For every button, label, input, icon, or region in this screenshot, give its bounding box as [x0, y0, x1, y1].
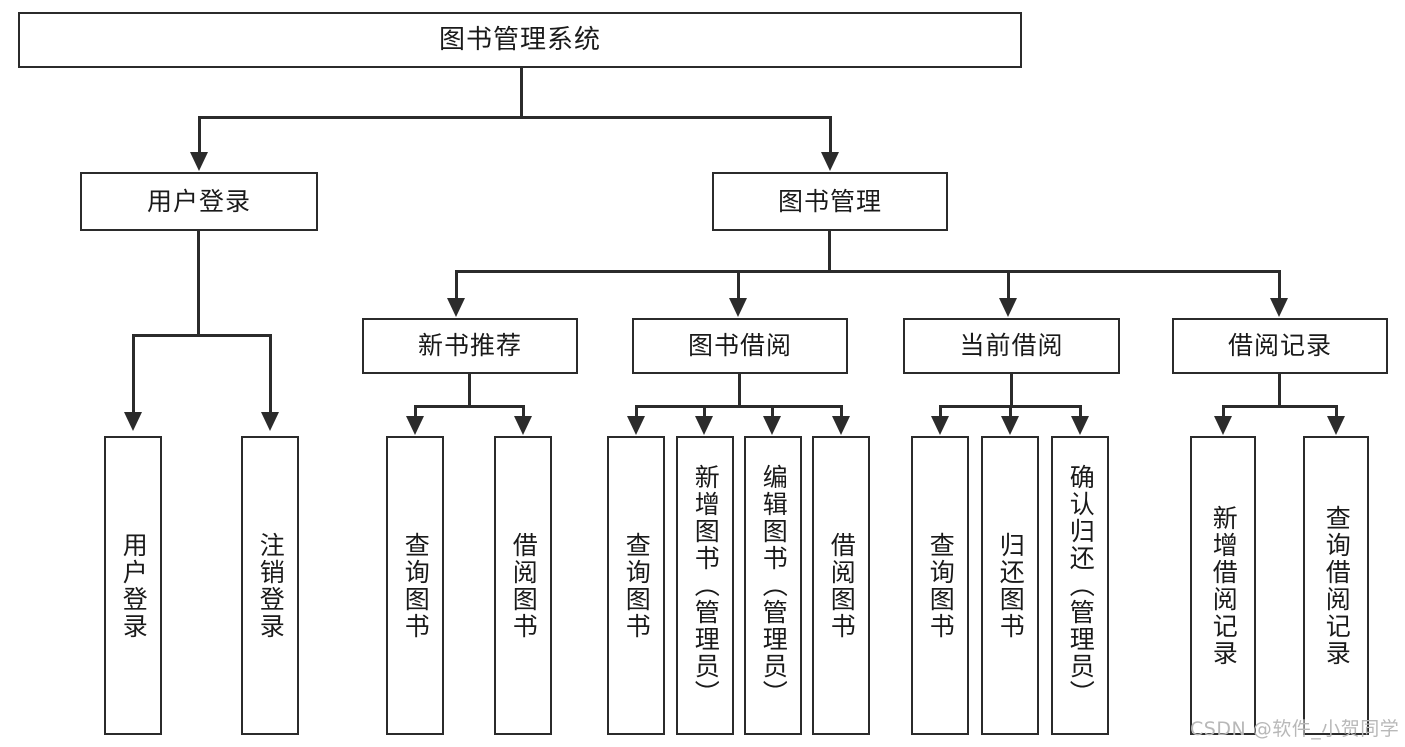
node-book-borrow[interactable]: 图书借阅: [632, 318, 848, 374]
leaf-cb-query-book[interactable]: 查询图书: [911, 436, 969, 735]
connector-root-stem: [520, 68, 523, 117]
node-user-login-label: 用户登录: [146, 186, 251, 216]
connector-new-book-recommend-bar: [415, 405, 525, 408]
arrow-to-book-borrow: [729, 298, 747, 317]
node-new-book-recommend[interactable]: 新书推荐: [362, 318, 578, 374]
leaf-br-query-record-label: 查询借阅记录: [1322, 504, 1352, 667]
arrow-to-leaf-cb-confirm-return: [1071, 416, 1089, 435]
connector-book-borrow-stem: [738, 374, 741, 407]
connector-bb-leg-4: [840, 405, 843, 419]
connector-new-book-recommend-stem: [468, 374, 471, 407]
leaf-bb-query-book-label: 查询图书: [622, 531, 652, 640]
connector-bb-leg-3: [771, 405, 774, 419]
connector-book-management-stem: [828, 231, 831, 272]
connector-bb-leg-1: [635, 405, 638, 419]
arrow-to-leaf-nbr-query-book: [406, 416, 424, 435]
node-user-login[interactable]: 用户登录: [80, 172, 318, 231]
leaf-cb-confirm-return[interactable]: 确认归还（管理员）: [1051, 436, 1109, 735]
connector-borrow-record-stem: [1278, 374, 1281, 407]
arrow-to-leaf-br-add-record: [1214, 416, 1232, 435]
arrow-to-new-book-recommend: [447, 298, 465, 317]
connector-level3-leg-3: [1007, 270, 1010, 300]
leaf-user-login-label: 用户登录: [119, 531, 149, 640]
node-book-borrow-label: 图书借阅: [687, 331, 792, 361]
node-book-management[interactable]: 图书管理: [712, 172, 948, 231]
leaf-bb-borrow-book[interactable]: 借阅图书: [812, 436, 870, 735]
connector-level1-leg-right: [829, 116, 832, 153]
arrow-to-leaf-cb-query-book: [931, 416, 949, 435]
node-root-label: 图书管理系统: [438, 24, 601, 55]
connector-level1-leg-left: [198, 116, 201, 153]
node-new-book-recommend-label: 新书推荐: [417, 331, 522, 361]
node-borrow-record-label: 借阅记录: [1227, 331, 1332, 361]
connector-level3-leg-4: [1278, 270, 1281, 300]
node-book-management-label: 图书管理: [777, 186, 882, 216]
leaf-cb-return-book[interactable]: 归还图书: [981, 436, 1039, 735]
connector-br-leg-2: [1335, 405, 1338, 419]
arrow-to-borrow-record: [1270, 298, 1288, 317]
connector-nbr-leg-1: [414, 405, 417, 419]
connector-current-borrow-stem: [1010, 374, 1013, 407]
node-current-borrow[interactable]: 当前借阅: [903, 318, 1120, 374]
connector-br-leg-1: [1222, 405, 1225, 419]
leaf-bb-edit-book[interactable]: 编辑图书（管理员）: [744, 436, 802, 735]
leaf-bb-add-book-label: 新增图书（管理员）: [691, 464, 721, 707]
arrow-to-leaf-bb-add-book: [695, 416, 713, 435]
leaf-nbr-query-book-label: 查询图书: [401, 531, 431, 640]
connector-borrow-record-bar: [1223, 405, 1338, 408]
arrow-to-user-login: [190, 152, 208, 171]
connector-cb-leg-1: [939, 405, 942, 419]
leaf-nbr-borrow-book-label: 借阅图书: [509, 531, 539, 640]
leaf-bb-borrow-book-label: 借阅图书: [827, 531, 857, 640]
leaf-cb-query-book-label: 查询图书: [926, 531, 956, 640]
leaf-cb-confirm-return-label: 确认归还（管理员）: [1066, 464, 1096, 707]
arrow-to-leaf-bb-borrow-book: [832, 416, 850, 435]
arrow-to-leaf-user-login: [124, 412, 142, 431]
arrow-to-leaf-br-query-record: [1327, 416, 1345, 435]
leaf-logout-label: 注销登录: [256, 531, 286, 640]
arrow-to-leaf-cb-return-book: [1001, 416, 1019, 435]
watermark-text: CSDN @软件_小贺同学: [1190, 718, 1400, 740]
leaf-br-add-record[interactable]: 新增借阅记录: [1190, 436, 1256, 735]
connector-nbr-leg-2: [522, 405, 525, 419]
node-root-system[interactable]: 图书管理系统: [18, 12, 1022, 68]
node-current-borrow-label: 当前借阅: [959, 331, 1064, 361]
connector-cb-leg-2: [1009, 405, 1012, 419]
leaf-br-add-record-label: 新增借阅记录: [1209, 504, 1239, 667]
arrow-to-book-manage: [821, 152, 839, 171]
node-borrow-record[interactable]: 借阅记录: [1172, 318, 1388, 374]
connector-level1-bar: [199, 116, 832, 119]
leaf-bb-add-book[interactable]: 新增图书（管理员）: [676, 436, 734, 735]
leaf-nbr-borrow-book[interactable]: 借阅图书: [494, 436, 552, 735]
connector-level3-bar: [456, 270, 1281, 273]
leaf-br-query-record[interactable]: 查询借阅记录: [1303, 436, 1369, 735]
arrow-to-leaf-logout: [261, 412, 279, 431]
arrow-to-leaf-nbr-borrow-book: [514, 416, 532, 435]
leaf-bb-query-book[interactable]: 查询图书: [607, 436, 665, 735]
arrow-to-leaf-bb-query-book: [627, 416, 645, 435]
arrow-to-leaf-bb-edit-book: [763, 416, 781, 435]
connector-user-login-bar: [133, 334, 272, 337]
leaf-cb-return-book-label: 归还图书: [996, 531, 1026, 640]
connector-user-login-leg-2: [269, 334, 272, 414]
connector-level3-leg-1: [455, 270, 458, 300]
connector-user-login-stem: [197, 231, 200, 336]
leaf-bb-edit-book-label: 编辑图书（管理员）: [759, 464, 789, 707]
connector-book-borrow-bar: [636, 405, 843, 408]
leaf-nbr-query-book[interactable]: 查询图书: [386, 436, 444, 735]
leaf-logout[interactable]: 注销登录: [241, 436, 299, 735]
connector-user-login-leg-1: [132, 334, 135, 414]
arrow-to-current-borrow: [999, 298, 1017, 317]
connector-cb-leg-3: [1079, 405, 1082, 419]
leaf-user-login[interactable]: 用户登录: [104, 436, 162, 735]
connector-bb-leg-2: [703, 405, 706, 419]
connector-level3-leg-2: [737, 270, 740, 300]
